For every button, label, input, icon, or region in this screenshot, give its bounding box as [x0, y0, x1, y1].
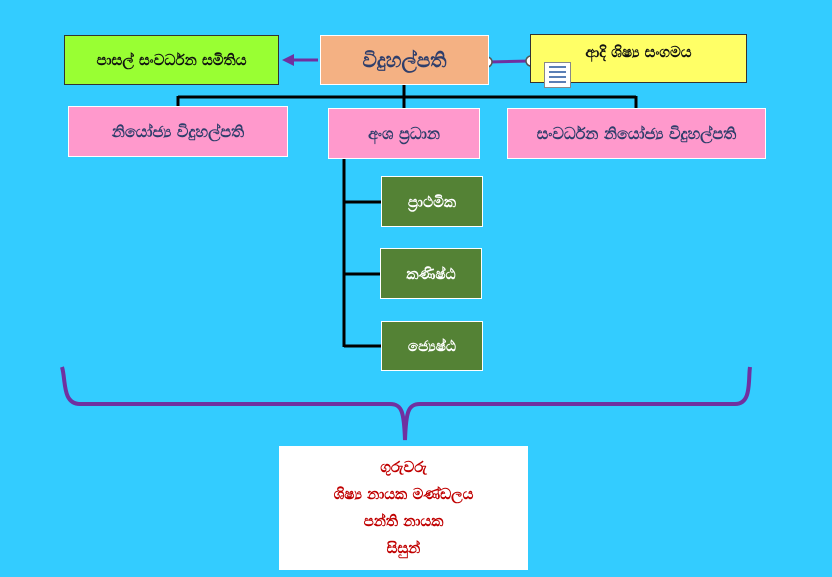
- node-dev-deputy-principal[interactable]: සංවර්ධන නියෝජ්‍ය විදුහල්පති: [507, 108, 766, 159]
- node-section-heads[interactable]: අංශ ප්‍රධාන: [328, 108, 480, 159]
- brace: [60, 366, 752, 441]
- node-school-dev-society[interactable]: පාසල් සංවර්ධන සමිතිය: [64, 35, 279, 85]
- section-lines: [342, 159, 381, 348]
- org-lines: [176, 85, 638, 109]
- summary-line: පන්ති නායක: [363, 512, 444, 530]
- node-deputy-principal[interactable]: නියෝජ්‍ය විදුහල්පති: [68, 106, 288, 157]
- summary-line: සිසුන්: [386, 539, 421, 557]
- summary-line: ශිෂ්‍ය නායක මණ්ඩලය: [333, 485, 474, 503]
- document-icon[interactable]: [544, 62, 571, 88]
- node-junior[interactable]: කණිෂ්ඨ: [380, 248, 482, 299]
- summary-box[interactable]: ගුරුවරු ශිෂ්‍ය නායක මණ්ඩලය පන්ති නායක සි…: [279, 446, 528, 570]
- node-principal[interactable]: විදුහල්පති: [320, 35, 489, 85]
- summary-line: ගුරුවරු: [380, 458, 427, 476]
- node-primary[interactable]: ප්‍රාථමික: [381, 176, 483, 227]
- arrow-head: [282, 54, 294, 66]
- arrow-right: [488, 59, 531, 64]
- node-senior[interactable]: ජ්‍යෙෂ්ඨ: [381, 321, 483, 371]
